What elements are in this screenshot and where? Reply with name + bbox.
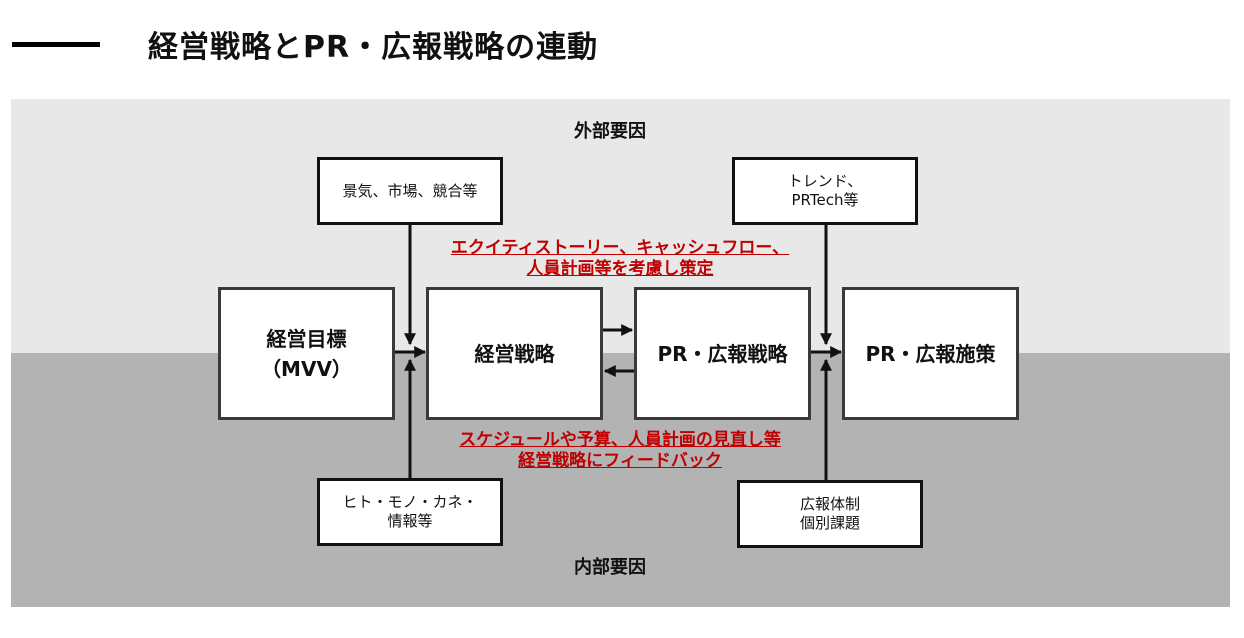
pr-measures-text: PR・広報施策 [865, 341, 996, 366]
internal-factors-area [11, 353, 1230, 607]
factor-trend-line1: トレンド、 [787, 172, 863, 190]
note-top: エクイティストーリー、キャッシュフロー、 人員計画等を考慮し策定 [400, 238, 840, 280]
factor-pr-structure-line2: 個別課題 [799, 514, 860, 532]
note-bottom: スケジュールや予算、人員計画の見直し等 経営戦略にフィードバック [400, 430, 840, 472]
mvv-line2: （MVV） [261, 356, 352, 381]
note-top-line1: エクイティストーリー、キャッシュフロー、 [450, 238, 790, 258]
factor-box-resources: ヒト・モノ・カネ・ 情報等 [317, 478, 503, 546]
page-title: 経営戦略とPR・広報戦略の連動 [148, 30, 599, 65]
box-mvv: 経営目標 （MVV） [218, 287, 395, 420]
business-strategy-text: 経営戦略 [474, 341, 555, 366]
note-top-line2: 人員計画等を考慮し策定 [526, 259, 714, 279]
factor-box-economy: 景気、市場、競合等 [317, 157, 503, 225]
factor-resources-line1: ヒト・モノ・カネ・ [342, 493, 478, 511]
note-bottom-line2: 経営戦略にフィードバック [518, 451, 722, 471]
factor-trend-line2: PRTech等 [791, 191, 859, 209]
factor-pr-structure-line1: 広報体制 [799, 495, 860, 513]
pr-strategy-text: PR・広報戦略 [657, 341, 788, 366]
external-factors-area [11, 99, 1230, 353]
factor-resources-line2: 情報等 [387, 512, 433, 530]
factor-economy-text: 景気、市場、競合等 [342, 181, 478, 200]
note-bottom-line1: スケジュールや予算、人員計画の見直し等 [459, 430, 781, 450]
title-rule [12, 42, 100, 47]
external-factors-label: 外部要因 [574, 121, 646, 142]
factor-box-trend: トレンド、 PRTech等 [732, 157, 918, 225]
mvv-line1: 経営目標 [266, 326, 347, 351]
internal-factors-label: 内部要因 [574, 557, 646, 578]
box-pr-measures: PR・広報施策 [842, 287, 1019, 420]
box-pr-strategy: PR・広報戦略 [634, 287, 811, 420]
factor-box-pr-structure: 広報体制 個別課題 [737, 480, 923, 548]
box-business-strategy: 経営戦略 [426, 287, 603, 420]
